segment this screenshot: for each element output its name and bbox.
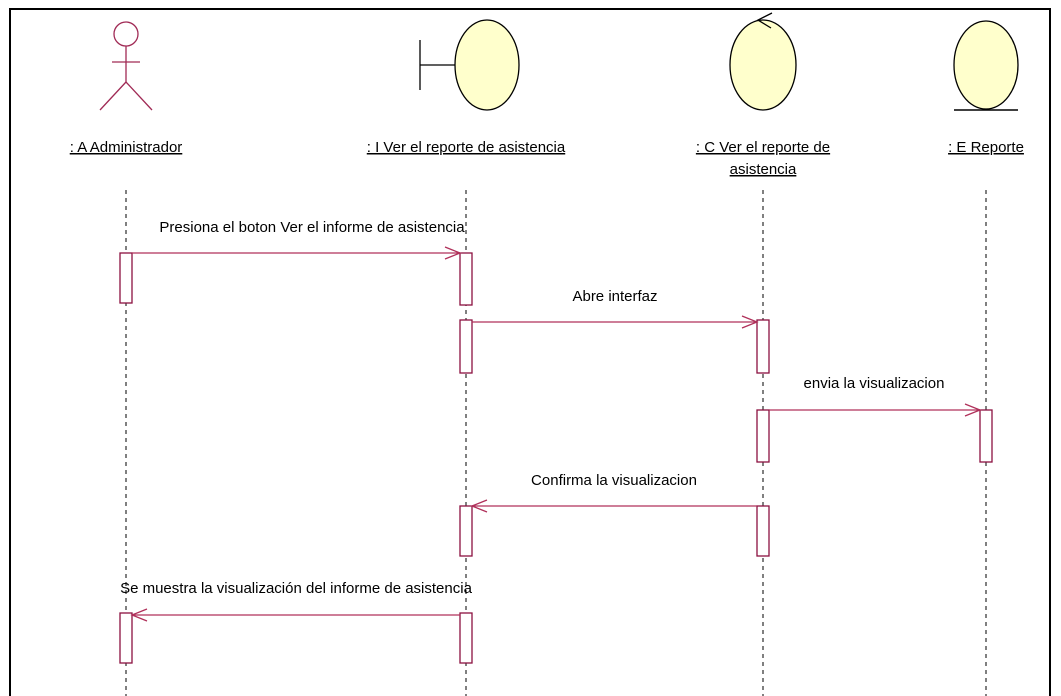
activation-box-interface-4[interactable] <box>459 612 473 664</box>
diagram-frame <box>9 8 1051 696</box>
entity-icon[interactable] <box>953 20 1019 111</box>
message-label-2: Abre interfaz <box>572 288 657 305</box>
activation-box-control-1[interactable] <box>756 319 770 374</box>
arrowhead-icon <box>130 608 148 622</box>
message-label-1: Presiona el boton Ver el informe de asis… <box>159 219 465 236</box>
activation-box-interface-3[interactable] <box>459 505 473 557</box>
activation-box-interface-1[interactable] <box>459 252 473 306</box>
actor-icon[interactable] <box>99 21 153 111</box>
object-label-entity: : E Reporte <box>948 139 1024 156</box>
arrowhead-icon <box>741 315 759 329</box>
object-label-admin: : A Administrador <box>70 139 183 156</box>
message-label-5: Se muestra la visualización del informe … <box>120 580 472 597</box>
message-2[interactable]: Abre interfaz <box>472 288 759 329</box>
message-5[interactable]: Se muestra la visualización del informe … <box>120 580 473 622</box>
message-4[interactable]: Confirma la visualizacion <box>470 472 757 513</box>
message-1[interactable]: Presiona el boton Ver el informe de asis… <box>132 219 465 260</box>
object-label-control-line-2: asistencia <box>730 161 797 178</box>
control-icon[interactable] <box>729 12 797 111</box>
activation-box-admin-2[interactable] <box>119 612 133 664</box>
activation-box-interface-2[interactable] <box>459 319 473 374</box>
object-label-interface: : I Ver el reporte de asistencia <box>367 139 566 156</box>
message-3[interactable]: envia la visualizacion <box>769 375 982 417</box>
boundary-icon[interactable] <box>419 19 520 111</box>
arrowhead-icon <box>470 499 488 513</box>
activation-box-control-3[interactable] <box>756 505 770 557</box>
arrowhead-icon <box>964 403 982 417</box>
activation-box-entity-1[interactable] <box>979 409 993 463</box>
message-label-4: Confirma la visualizacion <box>531 472 697 489</box>
activation-box-control-2[interactable] <box>756 409 770 463</box>
arrowhead-icon <box>444 246 462 260</box>
message-label-3: envia la visualizacion <box>804 375 945 392</box>
activation-box-admin-1[interactable] <box>119 252 133 304</box>
object-label-control: : C Ver el reporte de <box>696 139 830 156</box>
